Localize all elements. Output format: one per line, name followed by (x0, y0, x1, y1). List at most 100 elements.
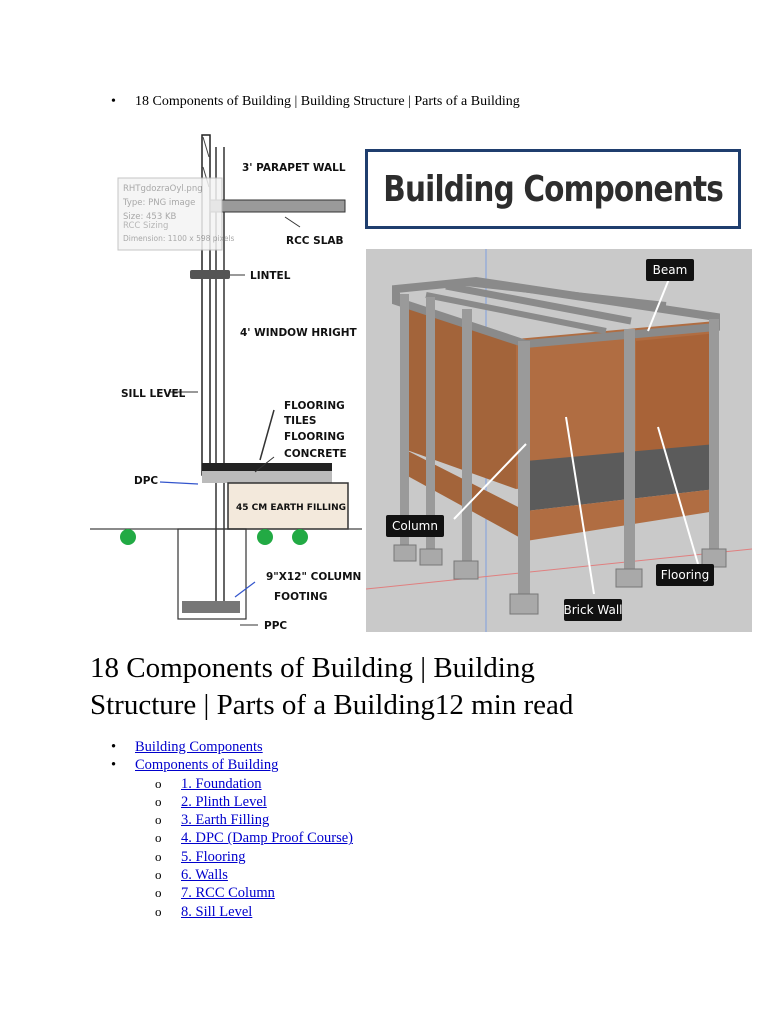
toc-subitem: 4. DPC (Damp Proof Course) (135, 829, 353, 848)
toc-link-sill-level[interactable]: 8. Sill Level (181, 903, 253, 920)
column-callout: Column (386, 515, 444, 537)
footing-arrow (234, 581, 256, 598)
flooring-callout-box (656, 564, 714, 586)
window-label: 4' WINDOW HRIGHT (240, 327, 358, 339)
axis-line (365, 548, 753, 590)
beam-callout: Beam (646, 259, 694, 281)
earth-filling-label: 45 CM EARTH FILLING (236, 503, 346, 513)
column-callout-text: Column (392, 519, 438, 533)
flooring-tiles-label-2: TILES (284, 415, 317, 427)
page-title-line-2: Structure | Parts of a Building12 min re… (90, 689, 574, 721)
toc-subitem: 2. Plinth Level (135, 793, 353, 812)
concrete-leader (254, 456, 275, 473)
toc-link-earth-filling[interactable]: 3. Earth Filling (181, 812, 270, 829)
flooring-callout: Flooring (656, 564, 714, 586)
banner-area: Building Components (362, 127, 752, 247)
flooring-concrete-shape (202, 471, 332, 483)
toc-link-building-components[interactable]: Building Components (135, 739, 263, 755)
building-section-diagram: 3' PARAPET WALL RCC SLAB LINTEL 4' WINDO… (90, 127, 362, 632)
column-size-label: 9"X12" COLUMN (266, 571, 361, 583)
lintel-label: LINTEL (250, 270, 291, 282)
title-bullet-item: 18 Components of Building | Building Str… (111, 93, 520, 111)
tooltip-type: Type: PNG image (122, 198, 195, 208)
parapet-label: 3' PARAPET WALL (242, 162, 346, 174)
brick-wall-callout-text: Brick Wall (564, 603, 623, 617)
toc-link-walls[interactable]: 6. Walls (181, 867, 228, 884)
toc-subitem: 6. Walls (135, 866, 353, 885)
footing-pad (615, 568, 643, 588)
sill-level-label: SILL LEVEL (121, 388, 186, 400)
column-leader (453, 443, 527, 520)
file-info-tooltip: RHTgdozraOyl.png Type: PNG image Size: 4… (117, 177, 235, 251)
ppc-shape (182, 601, 240, 613)
banner-title-box: Building Components (365, 149, 741, 229)
toc-link-rcc-column[interactable]: 7. RCC Column (181, 885, 275, 902)
lintel-shape (190, 270, 230, 279)
toc-subitem: 3. Earth Filling (135, 811, 353, 830)
building-components-figure: 3' PARAPET WALL RCC SLAB LINTEL 4' WINDO… (90, 127, 753, 632)
dpc-label: DPC (134, 475, 158, 487)
slab-leader (284, 216, 301, 228)
tooltip-dimension: Dimension: 1100 x 598 pixels (123, 234, 235, 243)
footing-pit (177, 528, 247, 620)
toc-item: Building Components (111, 738, 353, 757)
toc-link-components-of-building[interactable]: Components of Building (135, 757, 279, 774)
tooltip-filename: RHTgdozraOyl.png (123, 184, 203, 194)
roof-beam-mid (425, 292, 607, 334)
shrub-icon (292, 529, 308, 545)
toc-subitem: 8. Sill Level (135, 903, 353, 922)
page-title: 18 Components of Building | Building Str… (90, 650, 710, 724)
earth-filling-shape (227, 482, 349, 530)
tooltip-box (117, 177, 223, 251)
brick-wall-callout: Brick Wall (564, 599, 623, 621)
flooring-concrete-label-2: CONCRETE (284, 448, 347, 460)
brick-wall-leader (565, 416, 595, 595)
section-drawing: 3' PARAPET WALL RCC SLAB LINTEL 4' WINDO… (90, 134, 362, 632)
tiles-leader (259, 409, 275, 461)
column-shape (462, 309, 472, 569)
column-shape (400, 294, 409, 554)
banner-title: Building Components (383, 168, 724, 210)
column-shape (426, 297, 435, 557)
flooring-tiles-label-1: FLOORING (284, 400, 345, 412)
toc-link-dpc[interactable]: 4. DPC (Damp Proof Course) (181, 830, 353, 847)
flooring-concrete-label-1: FLOORING (284, 431, 345, 443)
footing-pad (509, 593, 539, 615)
beam-callout-text: Beam (653, 263, 688, 277)
roof-beam-mid (465, 280, 667, 308)
brick-base-front (526, 489, 716, 541)
flooring-leader (657, 426, 699, 565)
brick-wall-callout-box (564, 599, 622, 621)
shrub-icon (120, 529, 136, 545)
toc-sublist: 1. Foundation 2. Plinth Level 3. Earth F… (135, 775, 353, 922)
beam-callout-box (646, 259, 694, 281)
toc-link-foundation[interactable]: 1. Foundation (181, 775, 262, 792)
rcc-slab-shape (209, 199, 346, 213)
footing-pad (419, 548, 443, 566)
tooltip-size: Size: 453 KB (123, 212, 177, 222)
dpc-arrow (159, 481, 199, 485)
footing-pad (393, 544, 417, 562)
shrub-icon (257, 529, 273, 545)
wall-hatch (202, 136, 210, 158)
ppc-label: PPC (264, 620, 287, 632)
title-bullet-list: 18 Components of Building | Building Str… (111, 93, 520, 111)
toc-link-flooring[interactable]: 5. Flooring (181, 848, 246, 865)
tooltip-size-hint: RCC Sizing (123, 221, 168, 231)
footing-label: FOOTING (274, 591, 328, 603)
page-title-line-1: 18 Components of Building | Building (90, 652, 535, 684)
title-bullet-text: 18 Components of Building | Building Str… (135, 94, 520, 109)
column-callout-box (386, 515, 444, 537)
building-3d-illustration: Beam Column Flooring Brick Wall (365, 249, 753, 632)
footing-pad (453, 560, 479, 580)
toc-subitem: 1. Foundation (135, 775, 353, 794)
toc-subitem: 7. RCC Column (135, 884, 353, 903)
toc-link-plinth-level[interactable]: 2. Plinth Level (181, 793, 267, 810)
column-shape (709, 319, 719, 559)
toc-item: Components of Building 1. Foundation 2. … (111, 756, 353, 921)
column-shape (624, 329, 635, 579)
toc-subitem: 5. Flooring (135, 848, 353, 867)
rcc-slab-label: RCC SLAB (286, 235, 344, 247)
table-of-contents: Building Components Components of Buildi… (111, 738, 353, 921)
flooring-tiles-shape (202, 463, 332, 471)
